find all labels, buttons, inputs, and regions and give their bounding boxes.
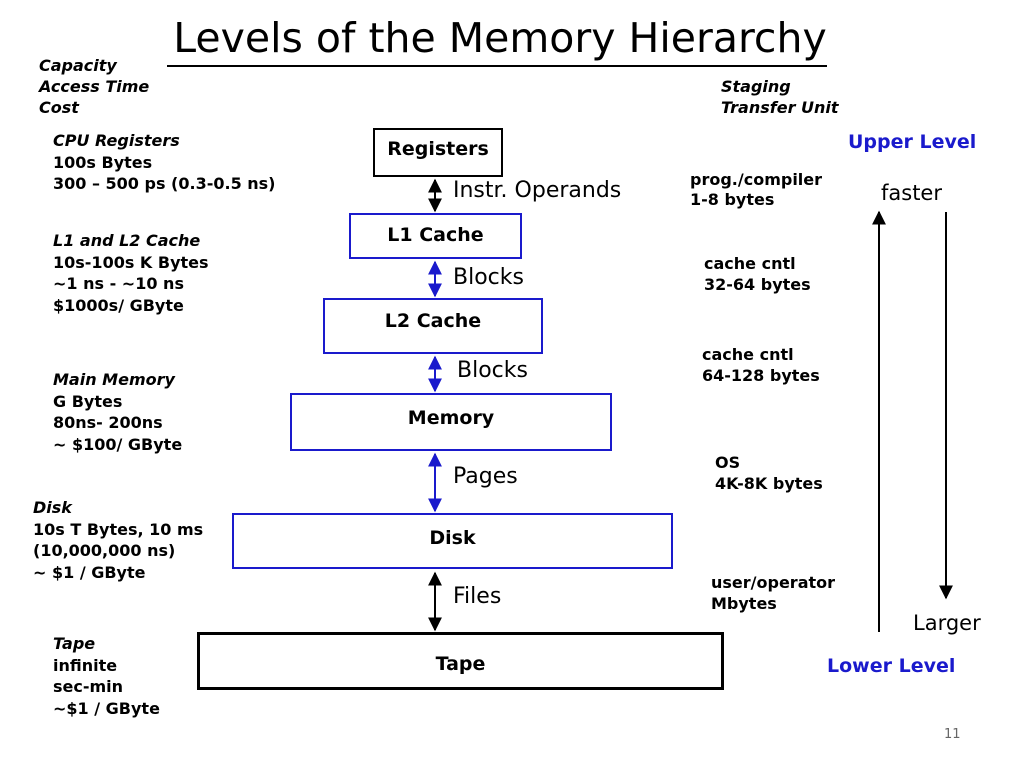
left-header-cost: Cost (39, 98, 79, 117)
transfer-unit-instr-operands: Instr. Operands (453, 178, 622, 203)
left-header-access-time: Access Time (39, 77, 150, 96)
tape-info-capacity: infinite (53, 655, 118, 675)
staging-l2-memory: cache cntl 64-128 bytes (702, 344, 820, 386)
disk-info-capacity: 10s T Bytes, 10 ms (33, 519, 204, 539)
l1-cache-box: L1 Cache (349, 213, 522, 259)
memory-info: Main Memory G Bytes 80ns- 200ns ~ $100/ … (53, 369, 182, 455)
transfer-unit-blocks-l2-memory: Blocks (457, 358, 528, 383)
staging-l1-l2: cache cntl 32-64 bytes (704, 253, 811, 295)
cache-info: L1 and L2 Cache 10s-100s K Bytes ~1 ns -… (53, 230, 209, 316)
right-header: Staging Transfer Unit (721, 76, 839, 118)
disk-info-cost: ~ $1 / GByte (33, 562, 146, 582)
transfer-unit-blocks-l1-l2: Blocks (453, 265, 524, 290)
staging-disk-tape: user/operator Mbytes (711, 572, 835, 614)
left-header: Capacity Access Time Cost (39, 55, 149, 118)
tape-info-name: Tape (53, 634, 96, 653)
registers-box-label: Registers (387, 138, 489, 160)
staging-size: 64-128 bytes (702, 366, 820, 385)
staging-by: OS (715, 453, 741, 472)
memory-info-cost: ~ $100/ GByte (53, 434, 183, 454)
right-header-staging: Staging (721, 77, 791, 96)
l2-cache-box: L2 Cache (323, 298, 543, 354)
cache-info-cost: $1000s/ GByte (53, 295, 184, 315)
transfer-unit-pages: Pages (453, 464, 518, 489)
lower-level-label: Lower Level (827, 655, 956, 677)
disk-box-label: Disk (429, 527, 476, 549)
larger-label: Larger (913, 611, 981, 635)
staging-registers-l1: prog./compiler 1-8 bytes (690, 170, 822, 210)
l2-cache-box-label: L2 Cache (384, 310, 482, 332)
tape-info-cost: ~$1 / GByte (53, 698, 160, 718)
memory-box: Memory (290, 393, 612, 451)
memory-info-name: Main Memory (53, 370, 175, 389)
faster-label: faster (881, 181, 942, 205)
staging-by: user/operator (711, 573, 836, 592)
cache-info-name: L1 and L2 Cache (53, 231, 201, 250)
transfer-unit-files: Files (453, 584, 502, 609)
disk-info: Disk 10s T Bytes, 10 ms (10,000,000 ns) … (33, 497, 203, 583)
cache-info-access-time: ~1 ns - ~10 ns (53, 274, 184, 293)
staging-size: 32-64 bytes (704, 275, 811, 294)
cache-info-capacity: 10s-100s K Bytes (53, 252, 209, 272)
disk-info-name: Disk (33, 498, 72, 517)
page-number: 11 (944, 727, 961, 742)
l1-cache-box-label: L1 Cache (387, 224, 484, 246)
staging-by: prog./compiler (690, 170, 823, 189)
registers-info-capacity: 100s Bytes (53, 152, 153, 172)
staging-size: 4K-8K bytes (715, 474, 823, 493)
tape-info: Tape infinite sec-min ~$1 / GByte (53, 633, 160, 719)
registers-info-name: CPU Registers (53, 131, 180, 150)
staging-size: 1-8 bytes (690, 190, 775, 209)
staging-by: cache cntl (704, 254, 796, 273)
registers-info-access-time: 300 – 500 ps (0.3-0.5 ns) (53, 174, 276, 193)
memory-info-access-time: 80ns- 200ns (53, 413, 163, 432)
tape-box-label: Tape (435, 653, 486, 675)
memory-box-label: Memory (407, 407, 495, 429)
left-header-capacity: Capacity (39, 56, 117, 75)
disk-box: Disk (232, 513, 673, 569)
registers-info: CPU Registers 100s Bytes 300 – 500 ps (0… (53, 130, 276, 195)
right-header-transfer-unit: Transfer Unit (721, 98, 839, 117)
disk-info-access-time: (10,000,000 ns) (33, 541, 176, 560)
staging-size: Mbytes (711, 594, 777, 613)
staging-memory-disk: OS 4K-8K bytes (715, 452, 823, 494)
title-underline (167, 65, 827, 67)
registers-box: Registers (373, 128, 503, 177)
staging-by: cache cntl (702, 345, 794, 364)
tape-info-access-time: sec-min (53, 677, 124, 696)
upper-level-label: Upper Level (848, 131, 977, 153)
page-title: Levels of the Memory Hierarchy (173, 14, 827, 62)
tape-box: Tape (197, 632, 724, 690)
memory-info-capacity: G Bytes (53, 391, 123, 411)
